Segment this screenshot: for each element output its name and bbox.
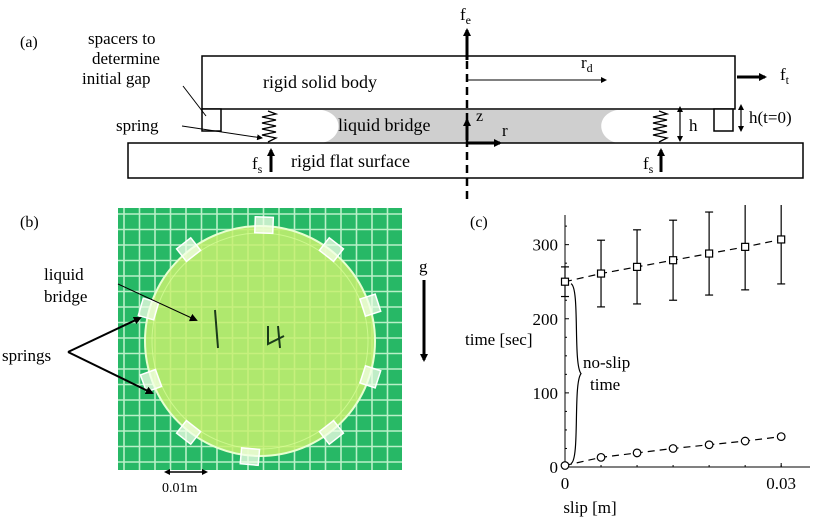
panel-a-schematic: (a) rigid solid body liquid bridge rigid… — [20, 5, 804, 200]
spring-clip — [358, 364, 382, 389]
fs-label-right: fs — [643, 154, 654, 176]
spacer-right — [713, 108, 734, 132]
y-tick-label: 100 — [533, 384, 559, 403]
photo-liquid-bridge — [118, 208, 402, 470]
rigid-flat-surface — [127, 142, 804, 179]
rigid-solid-body — [201, 55, 736, 110]
data-point-circle — [596, 452, 606, 462]
spacers-label-line1: spacers to — [88, 29, 156, 48]
data-point-circle — [704, 440, 714, 450]
data-point-square — [705, 249, 714, 258]
pen-mark-1 — [214, 309, 219, 349]
data-point-square — [596, 269, 606, 278]
body-label: rigid solid body — [263, 72, 377, 92]
chart-axes: 0 100 200 300 0 0.03 — [533, 215, 810, 493]
scale-label: 0.01m — [162, 481, 198, 496]
x-axis-label: slip [m] — [563, 498, 616, 517]
data-point-square — [560, 277, 570, 286]
data-point-square — [777, 235, 786, 244]
no-slip-label-line1: no-slip — [583, 353, 630, 372]
spacers-leader — [182, 85, 207, 117]
no-slip-label-line2: time — [590, 375, 620, 394]
data-point-circle — [560, 461, 570, 470]
spring-label: spring — [116, 116, 159, 135]
liquid-bridge-label-line2: bridge — [44, 287, 87, 306]
spring-clip — [175, 419, 202, 446]
spring-clip — [358, 293, 382, 318]
y-tick-label: 200 — [533, 310, 559, 329]
spring-right — [652, 110, 670, 143]
data-point-circle — [668, 444, 678, 453]
no-slip-brace — [570, 283, 582, 465]
h-label: h — [689, 116, 698, 135]
bridge-label: liquid bridge — [338, 115, 431, 135]
g-label: g — [419, 257, 428, 276]
r-label: r — [502, 121, 508, 140]
data-point-circle — [740, 436, 750, 446]
x-tick-label: 0 — [561, 474, 570, 493]
rd-label: rd — [581, 53, 593, 75]
spring-leader-arrow — [181, 125, 263, 141]
spacers-label-line3: initial gap — [82, 69, 150, 88]
panel-b-label: (b) — [20, 214, 39, 231]
z-label: z — [476, 108, 483, 125]
spacer-left — [201, 108, 222, 132]
spring-left — [261, 110, 279, 143]
h0-label: h(t=0) — [749, 108, 792, 127]
panel-a-label: (a) — [20, 34, 38, 51]
chart-series — [560, 205, 786, 470]
data-point-circle — [632, 448, 642, 458]
panel-b-annotations-left: (b) liquid bridge springs — [2, 214, 87, 365]
spring-clip — [253, 215, 275, 235]
liquid-bridge — [322, 110, 617, 143]
data-point-square — [668, 256, 678, 265]
photo-drawing — [118, 208, 402, 470]
spring-clip — [318, 419, 345, 446]
y-axis-label: time [sec] — [465, 330, 533, 349]
liquid-disk — [144, 225, 376, 457]
y-tick-label: 0 — [550, 458, 559, 477]
x-tick-label: 0.03 — [766, 474, 796, 493]
spacers-label-line2: determine — [92, 49, 160, 68]
fs-label-left: fs — [252, 154, 263, 176]
ft-label: ft — [780, 65, 790, 87]
data-point-circle — [776, 432, 786, 442]
fe-label: fe — [460, 5, 471, 27]
data-point-square — [632, 262, 642, 271]
data-point-square — [741, 242, 750, 251]
spring-clip — [239, 446, 261, 467]
liquid-bridge-label-line1: liquid — [44, 265, 84, 284]
spring-clip — [175, 236, 202, 263]
pen-mark-2 — [267, 325, 285, 349]
surface-label: rigid flat surface — [291, 151, 410, 171]
y-tick-label: 300 — [533, 236, 559, 255]
spring-clip — [318, 236, 345, 263]
springs-label: springs — [2, 346, 51, 365]
panel-c-label: (c) — [470, 214, 488, 231]
